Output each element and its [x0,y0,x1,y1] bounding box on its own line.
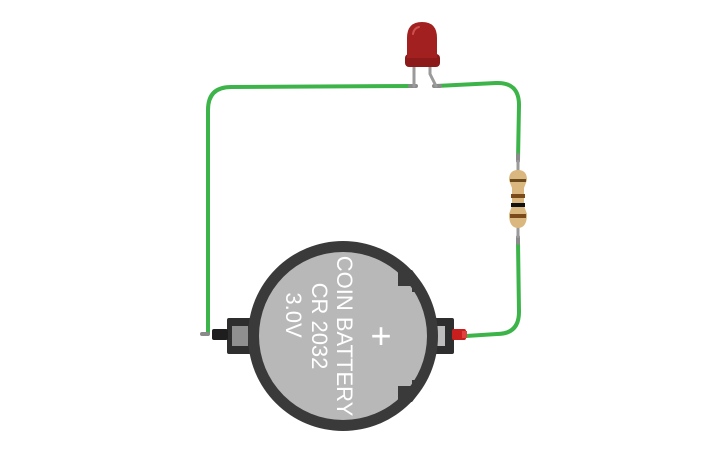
holder-clip-top [398,270,426,292]
wire-top-right[interactable] [434,80,521,162]
resistor-body [509,170,527,228]
battery-cell [259,252,427,420]
terminal-positive-pin-tip [462,331,467,338]
battery-label: COIN BATTERY CR 2032 3.0V [281,256,357,417]
resistor-band-4 [510,214,526,218]
resistor-band-2 [511,194,525,198]
led-dome [407,22,437,58]
led[interactable] [405,22,440,88]
wire-left[interactable] [206,84,416,335]
led-highlight [412,26,420,35]
holder-clip-bottom [398,380,426,402]
resistor-band-3 [511,203,525,207]
coin-battery[interactable]: COIN BATTERY CR 2032 3.0V + [212,241,467,431]
wires [206,80,521,338]
led-anode-leg [428,62,438,88]
resistor[interactable] [509,160,527,238]
battery-label-line2: CR 2032 [307,283,332,370]
resistor-band-1 [510,179,526,182]
terminal-negative-clip [232,326,248,346]
battery-label-line1: COIN BATTERY [332,256,357,417]
battery-polarity-symbol: + [370,315,391,356]
battery-label-line3: 3.0V [281,292,306,338]
terminal-negative-pin [212,329,228,340]
wire-right-lower[interactable] [464,240,521,338]
